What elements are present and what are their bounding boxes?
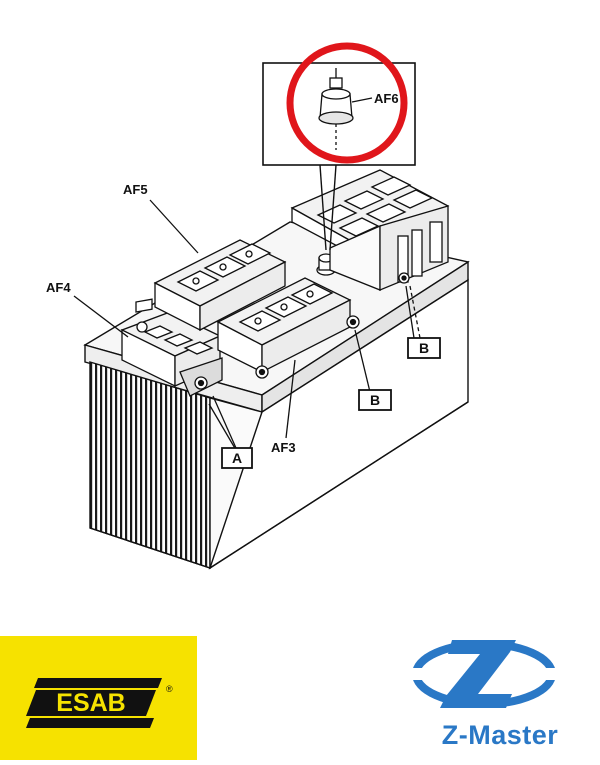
af5-label: AF5 <box>123 182 148 197</box>
heatsink-diagram: AF6 AF5 AF4 AF3 A B B <box>46 42 470 570</box>
esab-logo: ESAB ® <box>0 636 197 760</box>
af6-inset: AF6 <box>262 42 416 251</box>
esab-wordmark: ESAB <box>56 689 125 717</box>
callout-a-label: A <box>232 450 242 466</box>
zmaster-wordmark: Z-Master <box>441 720 559 750</box>
af3-module <box>216 277 360 379</box>
callout-a: A <box>221 447 253 469</box>
af4-module <box>120 298 223 397</box>
af6-highlight-circle <box>286 42 408 164</box>
af6-label: AF6 <box>374 91 399 106</box>
zmaster-emblem-icon <box>410 640 562 708</box>
af3-label: AF3 <box>271 440 296 455</box>
zmaster-logo: Z-Master <box>400 632 590 760</box>
leader-lines <box>73 199 421 451</box>
af5-module <box>153 239 287 332</box>
callout-b-center: B <box>358 389 392 411</box>
esab-registered-mark: ® <box>166 684 173 694</box>
callout-b-center-label: B <box>370 392 380 408</box>
af4-label: AF4 <box>46 280 71 295</box>
callout-b-right: B <box>407 337 441 359</box>
callout-b-right-label: B <box>419 340 429 356</box>
